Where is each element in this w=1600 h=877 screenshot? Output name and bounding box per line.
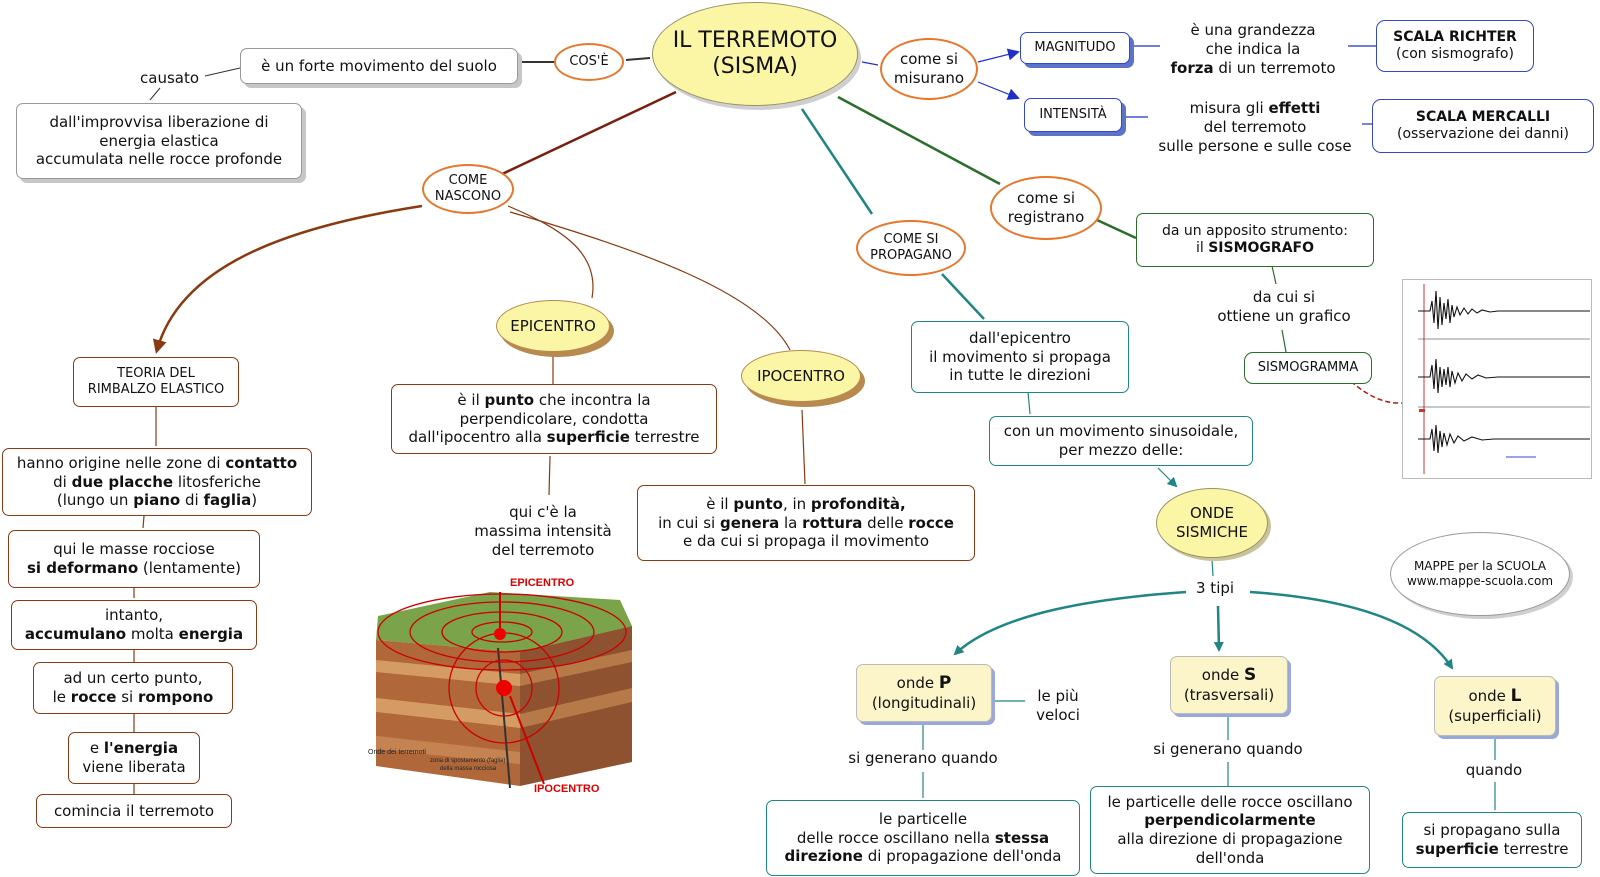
misurano-node: come si misurano bbox=[880, 38, 978, 100]
title-line-1: IL TERREMOTO bbox=[672, 27, 838, 53]
image-label-ipocentro: IPOCENTRO bbox=[534, 783, 600, 795]
earthquake-block-diagram: EPICENTRO IPOCENTRO Onde dei terremoti z… bbox=[368, 577, 632, 795]
onde-s-desc: le particelle delle rocce oscillano perp… bbox=[1090, 786, 1370, 874]
intensita-node: INTENSITÀ bbox=[1024, 98, 1122, 132]
onde-s-node: onde S (trasversali) bbox=[1170, 656, 1288, 714]
cose-cause: dall'improvvisa liberazione di energia e… bbox=[16, 103, 302, 179]
scala-mercalli: SCALA MERCALLI (osservazione dei danni) bbox=[1372, 99, 1594, 153]
ipocentro-node: IPOCENTRO bbox=[741, 350, 861, 402]
onde-p-node: onde P (longitudinali) bbox=[856, 664, 992, 722]
image-label-epicentro: EPICENTRO bbox=[510, 577, 575, 589]
onde-l-desc: si propagano sulla superficie terrestre bbox=[1402, 812, 1582, 868]
scala-richter: SCALA RICHTER (con sismografo) bbox=[1376, 20, 1534, 72]
cose-definition: è un forte movimento del suolo bbox=[240, 48, 518, 84]
step-1: hanno origine nelle zone di contatto di … bbox=[2, 448, 312, 516]
credit-badge: MAPPE per la SCUOLA www.mappe-scuola.com bbox=[1390, 532, 1570, 616]
propagano-desc: dall'epicentro il movimento si propaga i… bbox=[911, 321, 1129, 393]
onde-s-link: si generano quando bbox=[1153, 740, 1303, 758]
magnitudo-node: MAGNITUDO bbox=[1020, 32, 1130, 64]
magnitudo-desc: è una grandezza che indica la forza di u… bbox=[1170, 21, 1336, 77]
step-4: ad un certo punto, le rocce si rompono bbox=[33, 662, 233, 714]
epicentro-desc: è il punto che incontra la perpendicolar… bbox=[391, 384, 717, 454]
cose-node: COS'È bbox=[554, 43, 624, 81]
theory-box: TEORIA DEL RIMBALZO ELASTICO bbox=[73, 357, 239, 407]
step-2: qui le masse rocciose si deformano (lent… bbox=[8, 530, 260, 588]
onde-p-desc: le particelle delle rocce oscillano nell… bbox=[766, 800, 1080, 876]
ipocentro-desc: è il punto, in profondità, in cui si gen… bbox=[637, 485, 975, 561]
onde-sismiche-node: ONDE SISMICHE bbox=[1156, 488, 1268, 558]
sismografo-box: da un apposito strumento: il SISMOGRAFO bbox=[1136, 213, 1374, 267]
onde-l-link: quando bbox=[1465, 761, 1523, 779]
movement-box: con un movimento sinusoidale, per mezzo … bbox=[989, 416, 1253, 466]
registrano-node: come si registrano bbox=[990, 176, 1102, 240]
onde-p-side: le più veloci bbox=[1036, 687, 1080, 724]
image-small-label-2b: della massa rocciosa bbox=[440, 766, 497, 772]
nascono-node: COME NASCONO bbox=[422, 164, 514, 214]
image-small-label-2a: zona di spostamento (faglia) bbox=[430, 758, 505, 764]
propagano-node: COME SI PROPAGANO bbox=[856, 220, 966, 276]
epicentro-note: qui c'è la massima intensità del terremo… bbox=[474, 503, 612, 559]
epicentro-node: EPICENTRO bbox=[496, 300, 610, 352]
onde-p-link: si generano quando bbox=[848, 749, 998, 767]
seismogram-image bbox=[1402, 279, 1592, 479]
sismogramma-box: SISMOGRAMMA bbox=[1244, 352, 1372, 384]
image-small-label-1: Onde dei terremoti bbox=[368, 749, 426, 756]
cose-link-causato: causato bbox=[140, 69, 200, 87]
sismografo-link: da cui si ottiene un grafico bbox=[1217, 288, 1351, 325]
step-6: comincia il terremoto bbox=[36, 794, 232, 828]
step-3: intanto, accumulano molta energia bbox=[11, 600, 257, 650]
onde-l-node: onde L (superficiali) bbox=[1434, 676, 1556, 736]
title-node: IL TERREMOTO (SISMA) bbox=[652, 2, 858, 106]
intensita-desc: misura gli effetti del terremoto sulle p… bbox=[1158, 99, 1352, 155]
step-5: e l'energia viene liberata bbox=[68, 732, 200, 784]
title-line-2: (SISMA) bbox=[712, 54, 798, 79]
types-link: 3 tipi bbox=[1196, 579, 1235, 597]
